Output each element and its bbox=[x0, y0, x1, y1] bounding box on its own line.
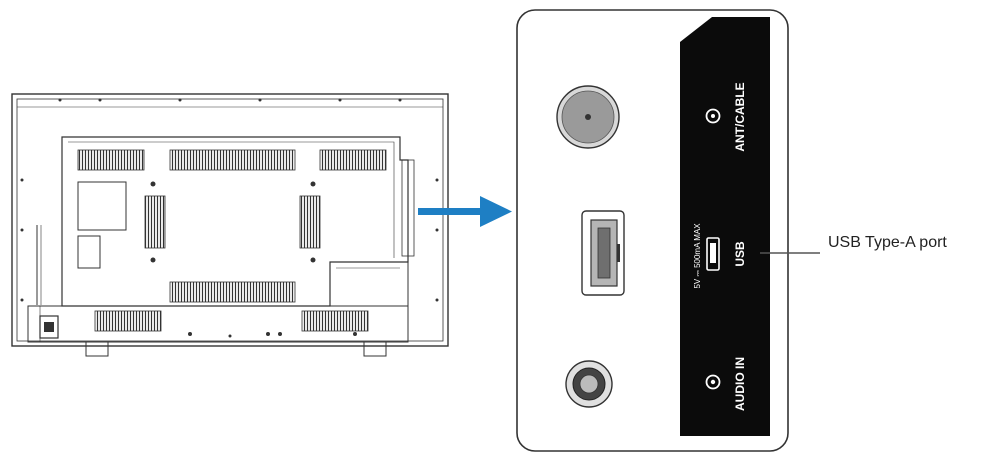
audio-jack-icon bbox=[565, 360, 613, 408]
terminal-recess bbox=[329, 261, 409, 307]
terminal-panel-zoom: ANT/CABLE USB 5V ⎓ 500mA MAX AUDIO IN bbox=[516, 9, 789, 452]
audio-in-label: AUDIO IN bbox=[733, 357, 747, 411]
vent-grille bbox=[319, 149, 387, 171]
usb-symbol-icon bbox=[706, 237, 720, 271]
tv-rear-view bbox=[11, 93, 449, 357]
usb-port-icon bbox=[581, 210, 625, 296]
tv-foot-left bbox=[85, 341, 109, 357]
vent-grille bbox=[169, 149, 296, 171]
coax-port-icon bbox=[556, 85, 620, 149]
vent-grille bbox=[299, 195, 321, 249]
side-port-strip bbox=[401, 159, 415, 257]
vent-grille bbox=[77, 149, 145, 171]
usb-rating-label: 5V ⎓ 500mA MAX bbox=[693, 223, 702, 289]
ant-cable-label: ANT/CABLE bbox=[733, 82, 747, 151]
usb-label: USB bbox=[733, 241, 747, 267]
arrow-right-icon bbox=[418, 196, 512, 227]
audio-in-symbol-icon bbox=[705, 374, 721, 390]
vent-grille bbox=[169, 281, 296, 303]
vent-grille bbox=[301, 310, 369, 332]
tv-outer-frame bbox=[11, 93, 449, 347]
tv-bottom-plate bbox=[27, 305, 409, 343]
tv-foot-right bbox=[363, 341, 387, 357]
vent-grille bbox=[144, 195, 166, 249]
vent-grilles bbox=[77, 149, 387, 332]
vent-grille bbox=[94, 310, 162, 332]
screw-holes bbox=[20, 98, 439, 338]
power-inlet bbox=[39, 315, 59, 339]
usb-callout-label: USB Type-A port bbox=[828, 234, 947, 251]
label-sticker-small bbox=[77, 235, 101, 269]
ant-cable-symbol-icon bbox=[705, 108, 721, 124]
label-sticker bbox=[77, 181, 127, 231]
tv-inner-frame bbox=[16, 98, 444, 342]
panel-label-strip bbox=[680, 17, 770, 436]
